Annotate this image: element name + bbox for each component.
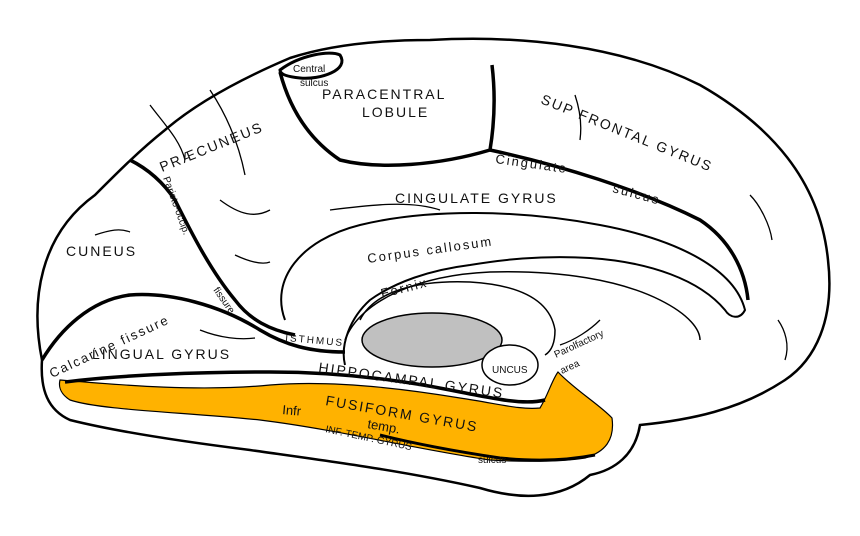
minor-sulcus xyxy=(219,199,271,215)
label-uncus: UNCUS xyxy=(492,365,528,376)
label-paracentral-1: PARACENTRAL xyxy=(322,86,446,102)
minor-sulcus xyxy=(234,254,271,264)
uncus-shape xyxy=(481,344,539,386)
parieto-occipital-fissure xyxy=(129,158,296,337)
central-sulcus-box xyxy=(278,51,344,80)
minor-sulcus xyxy=(777,319,788,361)
corpus-callosum-outline xyxy=(280,212,747,366)
fornix-outline xyxy=(359,281,556,356)
label-central-sulcus-1: Central xyxy=(293,64,325,75)
minor-sulcus xyxy=(329,203,441,211)
inf-temporal-sulcus xyxy=(379,433,596,462)
cingulate-inner-line xyxy=(344,271,701,341)
label-temp: temp. xyxy=(366,416,401,436)
label-cuneus: CUNEUS xyxy=(66,243,137,259)
minor-sulcus xyxy=(559,319,601,346)
minor-sulcus xyxy=(199,329,256,340)
label-infr: Infr xyxy=(282,402,303,419)
label-cingulate-gyrus: CINGULATE GYRUS xyxy=(395,190,558,206)
label-paracentral-2: LOBULE xyxy=(362,104,429,120)
minor-sulcus xyxy=(94,229,131,236)
minor-sulcus xyxy=(209,89,246,176)
collateral-sulcus xyxy=(64,370,546,404)
label-isthmus: ISTHMUS xyxy=(285,333,345,349)
paracentral-boundary xyxy=(278,64,496,167)
label-central-sulcus-2: sulcus xyxy=(300,78,328,89)
label-sulcus-bottom: sulcus xyxy=(478,455,506,466)
label-lingual-gyrus: LINGUAL GYRUS xyxy=(92,346,231,362)
fusiform-highlight xyxy=(58,371,614,462)
hemisphere-outline xyxy=(36,37,831,497)
ventricle xyxy=(361,312,503,368)
cingulate-sulcus xyxy=(489,148,750,301)
minor-sulcus xyxy=(574,94,582,141)
minor-sulcus xyxy=(749,194,773,241)
minor-sulcus xyxy=(149,104,186,161)
calcarine-fissure xyxy=(40,292,346,361)
